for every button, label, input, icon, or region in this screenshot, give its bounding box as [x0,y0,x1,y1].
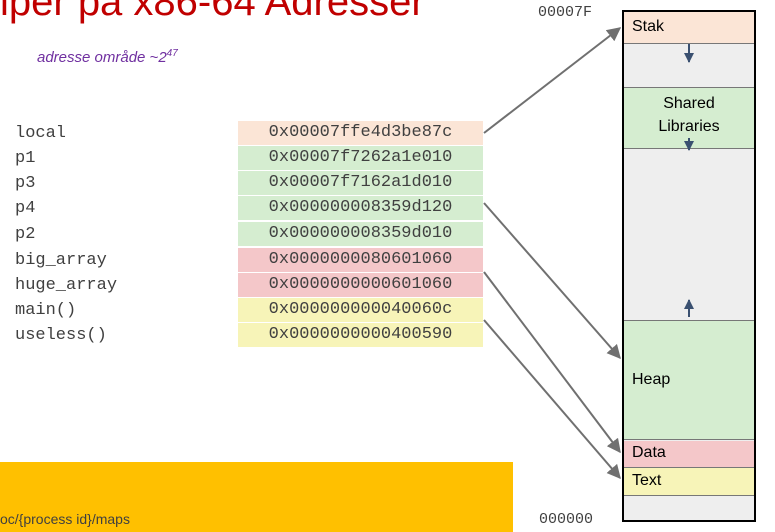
segment-shared-libraries-label-line2: Libraries [658,118,720,135]
address-range-exponent: 47 [166,48,178,59]
segment-text: Text [624,468,754,496]
address-p1: 0x00007f7262a1e010 [238,146,483,170]
address-useless: 0x0000000000400590 [238,323,483,347]
address-p2: 0x000000008359d010 [238,222,483,246]
var-name-local: local [15,124,67,143]
note-box: oc/{process id}/maps [0,462,513,532]
address-local: 0x00007ffe4d3be87c [238,121,483,145]
address-range-note: adresse område ~247 [37,48,178,66]
address-huge-array: 0x0000000000601060 [238,273,483,297]
var-name-useless: useless() [15,326,107,345]
pointer-arrow-heap [483,202,621,360]
slide-title: iper på x86-64 Adresser [0,0,425,24]
segment-heap-label: Heap [632,371,671,388]
var-name-p3: p3 [15,174,36,193]
pointer-arrow-stack [483,27,622,134]
var-name-huge-array: huge_array [15,276,118,295]
address-range-text: adresse område ~2 [37,49,167,66]
memory-top-address: 00007F [538,4,593,21]
var-name-main: main() [15,301,77,320]
note-text: oc/{process id}/maps [0,511,130,527]
var-name-p2: p2 [15,225,36,244]
segment-text-label: Text [632,472,662,489]
address-main: 0x000000000040060c [238,298,483,322]
segment-stack: Stak [624,12,754,44]
segment-shared-libraries-label-line1: Shared [663,95,715,112]
segment-stack-label: Stak [632,18,665,35]
var-name-p4: p4 [15,199,36,218]
address-big-array: 0x0000000080601060 [238,248,483,272]
address-p4: 0x000000008359d120 [238,196,483,220]
segment-heap: Heap [624,320,754,440]
var-name-p1: p1 [15,149,36,168]
address-p3: 0x00007f7162a1d010 [238,171,483,195]
segment-data: Data [624,441,754,468]
pointer-arrow-data [483,271,621,454]
pointer-arrow-text [483,319,621,480]
memory-bottom-address: 000000 [539,511,594,528]
var-name-big-array: big_array [15,251,107,270]
segment-data-label: Data [632,444,666,461]
